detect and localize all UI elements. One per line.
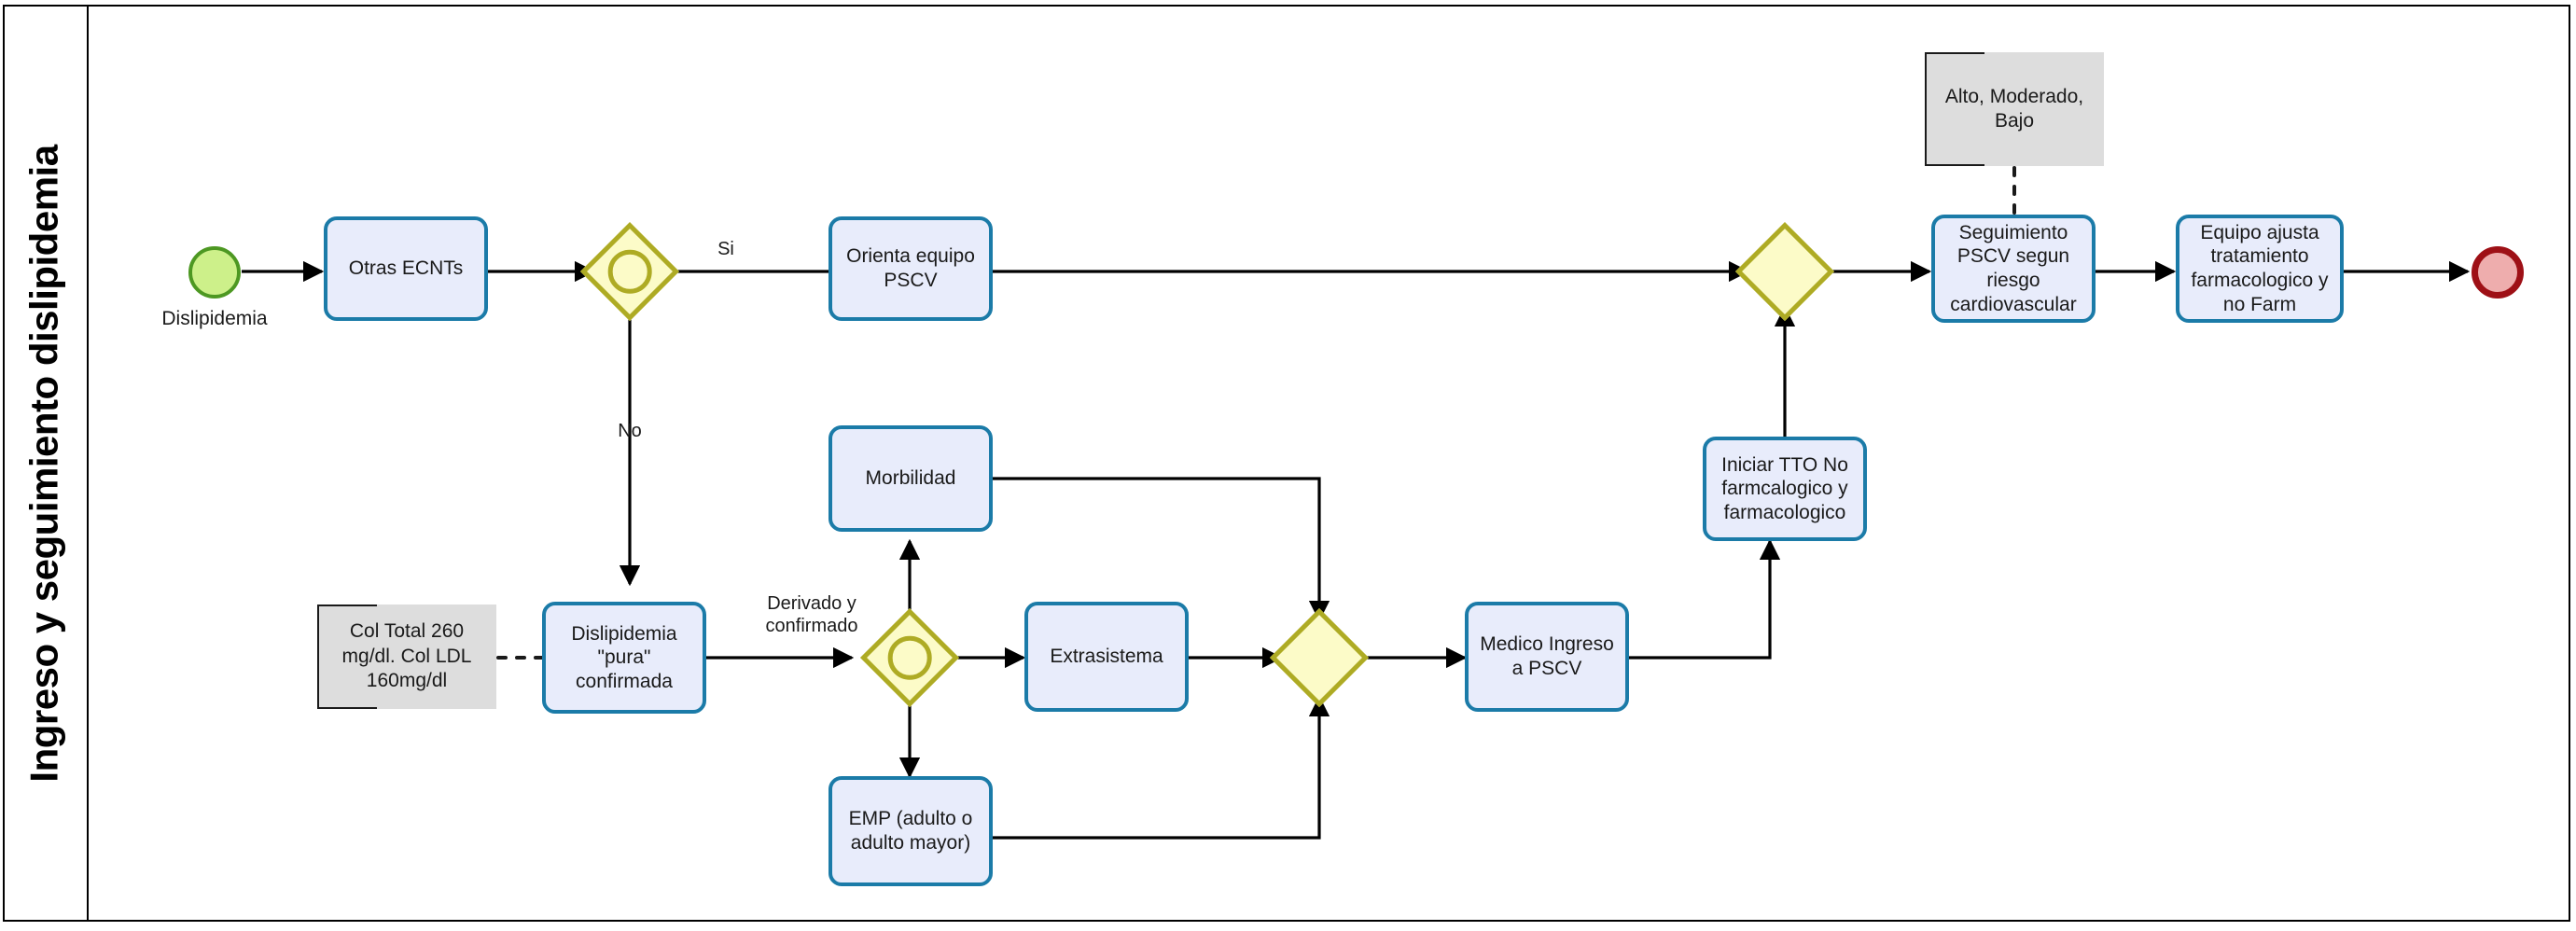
lane-title: Ingreso y seguimiento dislipidemia — [22, 144, 67, 783]
start-event-label: Dislipidemia — [161, 308, 268, 329]
task-otras-ecnts[interactable]: Otras ECNTs — [324, 216, 488, 321]
task-medico-ingreso-pscv[interactable]: Medico Ingreso a PSCV — [1465, 602, 1629, 712]
flow-label-no: No — [618, 421, 642, 441]
data-object-riesgo: Alto, Moderado, Bajo — [1925, 52, 2104, 166]
gateway-inclusive-derivacion[interactable] — [860, 608, 959, 707]
lane-header: Ingreso y seguimiento dislipidemia — [3, 5, 89, 922]
task-extrasistema[interactable]: Extrasistema — [1024, 602, 1189, 712]
flow-label-si: Si — [717, 239, 734, 259]
task-orienta-equipo-pscv[interactable]: Orienta equipo PSCV — [828, 216, 993, 321]
data-object-col-total: Col Total 260 mg/dl. Col LDL 160mg/dl — [317, 604, 496, 709]
gateway-merge-bottom[interactable] — [1270, 608, 1369, 707]
task-emp-adulto[interactable]: EMP (adulto o adulto mayor) — [828, 776, 993, 886]
task-equipo-ajusta[interactable]: Equipo ajusta tratamiento farmacologico … — [2176, 215, 2344, 323]
gateway-diamond-shape — [1270, 608, 1369, 707]
task-seguimiento-pscv[interactable]: Seguimiento PSCV segun riesgo cardiovasc… — [1931, 215, 2096, 323]
start-event[interactable] — [188, 246, 241, 299]
task-morbilidad[interactable]: Morbilidad — [828, 425, 993, 532]
end-event[interactable] — [2472, 246, 2524, 299]
gateway-merge-top[interactable] — [1735, 222, 1834, 321]
inclusive-gateway-circle-icon — [607, 249, 652, 294]
flow-label-derivado-confirmado: Derivado y confirmado — [765, 593, 858, 636]
pool-border — [3, 5, 2570, 922]
task-dislipidemia-pura-confirmada[interactable]: Dislipidemia "pura" confirmada — [542, 602, 706, 714]
gateway-inclusive-ecnt[interactable] — [580, 222, 679, 321]
task-iniciar-tto[interactable]: Iniciar TTO No farmcalogico y farmacolog… — [1703, 437, 1867, 541]
inclusive-gateway-circle-icon — [887, 635, 932, 680]
gateway-diamond-shape — [1735, 222, 1834, 321]
